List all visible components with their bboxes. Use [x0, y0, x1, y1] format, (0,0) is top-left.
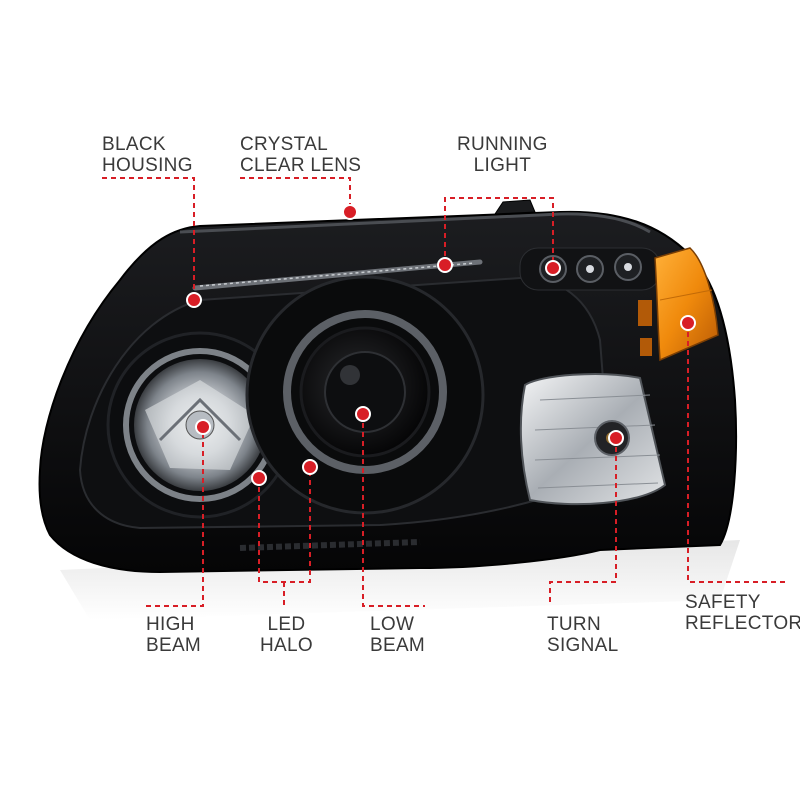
- side-marker: [638, 300, 652, 326]
- callout-dot-turn-signal: [608, 430, 624, 446]
- housing-top-edge: [179, 212, 651, 234]
- label-low-beam: LOW BEAM: [370, 614, 425, 656]
- molded-text-strip: [239, 539, 421, 551]
- callout-dot-running-light-led-strip: [437, 257, 453, 273]
- callout-line-running-light: [444, 197, 554, 268]
- label-line: HALO: [260, 635, 313, 656]
- led-strip-glow: [199, 262, 476, 287]
- mounting-tab: [494, 199, 536, 215]
- led-strip: [192, 259, 483, 291]
- callout-dot-black-housing: [186, 292, 202, 308]
- label-line: RUNNING: [457, 134, 548, 155]
- label-running-light: RUNNING LIGHT: [457, 134, 548, 176]
- label-line: CLEAR LENS: [240, 155, 362, 176]
- label-line: BEAM: [370, 635, 426, 656]
- callout-line-low-beam: [362, 414, 425, 607]
- amber-reflector: [654, 247, 719, 362]
- label-line: HOUSING: [102, 155, 193, 176]
- label-line: LOW: [370, 614, 415, 635]
- callout-dot-high-beam: [195, 419, 211, 435]
- callout-dot-crystal-clear-lens: [342, 204, 358, 220]
- low-beam-projector: [245, 275, 485, 515]
- callout-dot-running-light: [545, 260, 561, 276]
- label-line: SAFETY: [685, 592, 761, 613]
- side-marker-lower: [640, 338, 652, 356]
- label-high-beam: HIGH BEAM: [146, 614, 201, 656]
- callout-dot-safety-reflector: [680, 315, 696, 331]
- label-line: HIGH: [146, 614, 195, 635]
- callout-dot-led-halo-right: [302, 459, 318, 475]
- label-turn-signal: TURN SIGNAL: [547, 614, 619, 656]
- label-safety-reflector: SAFETY REFLECTOR: [685, 592, 800, 634]
- label-line: BEAM: [146, 635, 202, 656]
- label-black-housing: BLACK HOUSING: [102, 134, 193, 176]
- running-light-leds: [519, 247, 661, 291]
- label-line: REFLECTOR: [685, 613, 800, 634]
- callout-line-black-housing: [102, 177, 195, 300]
- label-line: LIGHT: [473, 155, 532, 176]
- label-line: SIGNAL: [547, 635, 619, 656]
- callout-line-high-beam: [146, 427, 204, 607]
- label-line: CRYSTAL: [240, 134, 328, 155]
- callout-dot-led-halo-left: [251, 470, 267, 486]
- turn-signal-assembly: [519, 373, 667, 506]
- label-crystal-clear-lens: CRYSTAL CLEAR LENS: [240, 134, 361, 176]
- callout-line-turn-signal: [549, 438, 617, 606]
- label-line: TURN: [547, 614, 601, 635]
- label-line: BLACK: [102, 134, 166, 155]
- label-line: LED: [267, 614, 306, 635]
- callout-dot-low-beam: [355, 406, 371, 422]
- label-led-halo: LED HALO: [260, 614, 313, 656]
- callout-line-crystal-clear-lens: [240, 177, 351, 212]
- floor-reflection: [60, 540, 740, 620]
